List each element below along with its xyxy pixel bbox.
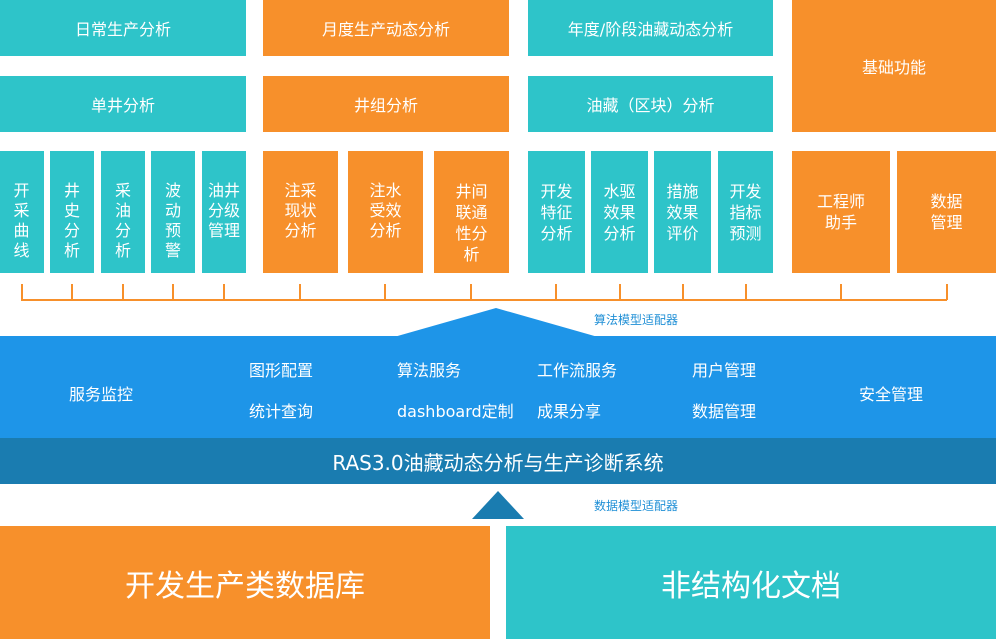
submodule-label-line: 性分 <box>455 224 488 243</box>
submodule-label-line: 特征 <box>540 203 573 222</box>
submodule-label-line: 预测 <box>729 224 762 243</box>
service-monitoring[interactable]: 服务监控 <box>69 385 134 404</box>
module-label: 单井分析 <box>90 96 155 115</box>
service-user-management[interactable]: 用户管理 <box>692 361 757 380</box>
submodule-label: 注采现状分析 <box>284 181 317 240</box>
submodule-label-line: 联通 <box>455 203 488 222</box>
submodule-label-line: 效果 <box>666 203 699 222</box>
module-label: 井组分析 <box>353 96 418 115</box>
datasource-label: 开发生产类数据库 <box>125 568 365 604</box>
submodule-oil-well-classification[interactable]: 油井分级管理 <box>202 151 246 273</box>
submodule-label-line: 指标 <box>729 203 762 222</box>
submodule-fluctuation-warning[interactable]: 波动预警 <box>151 151 195 273</box>
module-well-group-analysis[interactable]: 井组分析 <box>263 76 509 132</box>
system-title: RAS3.0油藏动态分析与生产诊断系统 <box>332 450 664 475</box>
submodule-water-drive-effect[interactable]: 水驱 效果 分析 <box>591 151 648 273</box>
submodule-label: 油井分级管理 <box>207 181 240 240</box>
datasource-production-database[interactable]: 开发生产类数据库 <box>0 526 490 639</box>
module-monthly-dynamic-analysis[interactable]: 月度生产动态分析 <box>263 0 509 56</box>
submodule-label-line: 效果 <box>603 203 636 222</box>
submodule-label-line: 水驱 <box>603 182 636 201</box>
module-daily-production-analysis[interactable]: 日常生产分析 <box>0 0 246 56</box>
submodule-production-curve[interactable]: 开采曲线 <box>0 151 44 273</box>
datasource-unstructured-documents[interactable]: 非结构化文档 <box>506 526 996 639</box>
service-data-management[interactable]: 数据管理 <box>692 402 757 421</box>
service-security[interactable]: 安全管理 <box>859 385 924 404</box>
submodule-development-features[interactable]: 开发 特征 分析 <box>528 151 585 273</box>
module-single-well-analysis[interactable]: 单井分析 <box>0 76 246 132</box>
submodule-label-line: 助手 <box>824 213 857 232</box>
submodule-label: 井史分析 <box>63 181 80 260</box>
submodule-engineer-assistant[interactable]: 工程师 助手 <box>792 151 890 273</box>
module-label: 日常生产分析 <box>74 20 171 39</box>
service-workflow[interactable]: 工作流服务 <box>537 361 618 380</box>
module-label: 油藏（区块）分析 <box>586 96 715 115</box>
submodule-oil-production[interactable]: 采油分析 <box>101 151 145 273</box>
submodule-data-management[interactable]: 数据 管理 <box>897 151 996 273</box>
submodule-development-index-forecast[interactable]: 开发 指标 预测 <box>718 151 773 273</box>
submodule-label-line: 数据 <box>930 192 963 211</box>
submodule-injection-status[interactable]: 注采现状分析 <box>263 151 338 273</box>
submodule-label-line: 评价 <box>666 224 699 243</box>
submodule-label-line: 分析 <box>603 224 636 243</box>
service-graph-config[interactable]: 图形配置 <box>249 361 314 380</box>
submodule-water-injection-effect[interactable]: 注水受效分析 <box>348 151 423 273</box>
submodule-measure-evaluation[interactable]: 措施 效果 评价 <box>654 151 711 273</box>
submodule-label-line: 井间 <box>455 182 488 201</box>
submodule-label: 开采曲线 <box>13 181 31 260</box>
service-stats-query[interactable]: 统计查询 <box>249 402 314 421</box>
submodule-label-line: 开发 <box>540 182 573 201</box>
submodule-well-history[interactable]: 井史分析 <box>50 151 94 273</box>
module-reservoir-block-analysis[interactable]: 油藏（区块）分析 <box>528 76 773 132</box>
module-label: 月度生产动态分析 <box>321 20 450 39</box>
submodule-label-line: 管理 <box>930 213 963 232</box>
submodule-label: 波动预警 <box>164 181 181 260</box>
algorithm-adapter-label: 算法模型适配器 <box>594 313 679 327</box>
algorithm-adapter-peak <box>394 308 598 337</box>
submodule-label-line: 开发 <box>729 182 762 201</box>
submodule-label-line: 工程师 <box>816 192 865 211</box>
submodule-label-line: 析 <box>463 245 480 264</box>
submodule-label: 注水受效分析 <box>369 181 402 240</box>
services-platform <box>0 336 996 438</box>
datasource-label: 非结构化文档 <box>661 568 841 604</box>
module-label: 年度/阶段油藏动态分析 <box>567 20 734 39</box>
service-dashboard-custom[interactable]: dashboard定制 <box>397 402 514 421</box>
data-adapter-label: 数据模型适配器 <box>594 499 679 513</box>
data-adapter-arrow <box>472 491 524 519</box>
module-basic-functions[interactable]: 基础功能 <box>792 0 996 132</box>
service-algorithm[interactable]: 算法服务 <box>397 361 462 380</box>
module-label: 基础功能 <box>861 58 926 77</box>
submodule-interwell-connectivity[interactable]: 井间 联通 性分 析 <box>434 151 509 273</box>
submodule-label-line: 分析 <box>540 224 573 243</box>
module-annual-reservoir-analysis[interactable]: 年度/阶段油藏动态分析 <box>528 0 773 56</box>
system-title-bar: RAS3.0油藏动态分析与生产诊断系统 <box>0 438 996 484</box>
service-result-share[interactable]: 成果分享 <box>537 402 602 421</box>
submodule-label: 采油分析 <box>114 181 131 260</box>
submodule-label-line: 措施 <box>666 182 699 201</box>
